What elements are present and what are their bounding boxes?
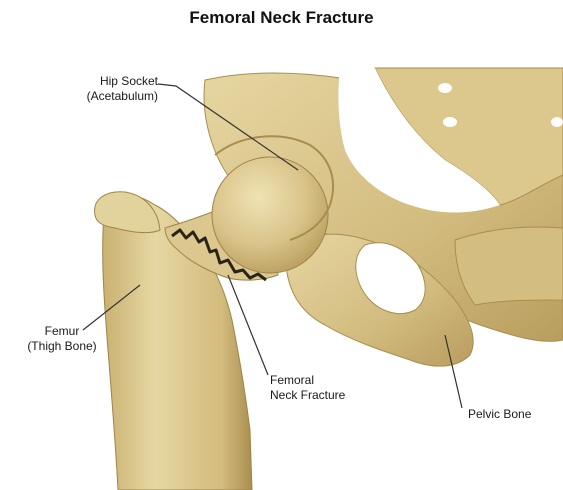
sacral-foramen — [438, 83, 452, 93]
label-fracture-line1: Femoral — [270, 373, 390, 388]
femoral-head — [212, 157, 328, 273]
label-femur-line2: (Thigh Bone) — [22, 339, 102, 354]
sacral-foramen — [443, 117, 457, 127]
label-fracture-line2: Neck Fracture — [270, 388, 390, 403]
label-hip-socket: Hip Socket (Acetabulum) — [58, 74, 158, 104]
pubic-ridge — [455, 227, 563, 305]
sacral-foramen — [551, 117, 563, 127]
label-fracture: Femoral Neck Fracture — [270, 373, 390, 403]
label-hip-socket-line1: Hip Socket — [58, 74, 158, 89]
label-femur-line1: Femur — [22, 324, 102, 339]
label-pelvic-line1: Pelvic Bone — [468, 407, 558, 422]
label-femur: Femur (Thigh Bone) — [22, 324, 102, 354]
label-pelvic: Pelvic Bone — [468, 407, 558, 422]
label-hip-socket-line2: (Acetabulum) — [58, 89, 158, 104]
